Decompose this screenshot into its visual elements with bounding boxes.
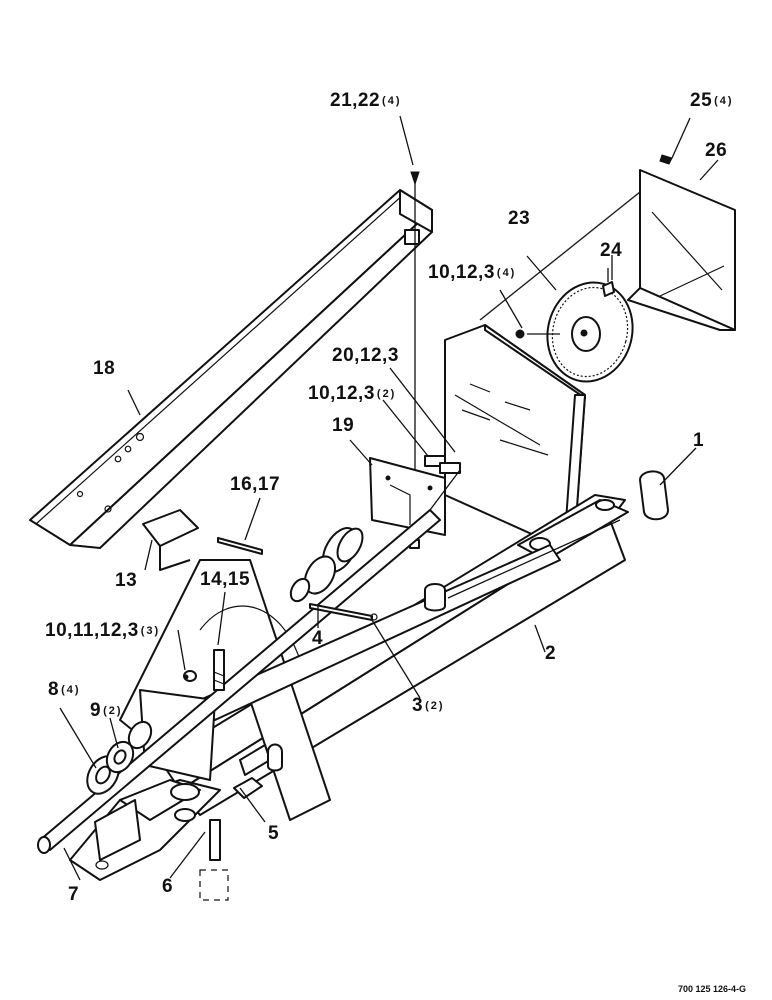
bolt-part-25 [659,117,691,165]
key-part-24 [602,268,615,297]
callout-10-12-3-b: 10,12,3(2) [308,383,397,404]
callout-3: 3(2) [412,695,445,716]
gearbox-housing [444,324,586,541]
callout-7: 7 [68,884,80,905]
callout-6: 6 [162,876,174,897]
sprocket-part-23 [526,255,634,383]
callout-9: 9(2) [90,700,123,721]
callout-16-17: 16,17 [230,474,281,495]
bearing-stack [86,527,364,795]
callout-24: 24 [600,240,623,261]
callout-14-15: 14,15 [200,569,251,590]
callout-10-12-3-a: 10,12,3(4) [428,262,517,283]
small-hardware [142,470,669,901]
callout-18: 18 [93,358,116,379]
callout-13: 13 [115,570,138,591]
shield-part-26 [479,169,736,331]
callout-8: 8(4) [48,679,81,700]
driveline-shaft [37,469,461,854]
callout-21-22: 21,22(4) [330,90,402,111]
callout-23: 23 [508,208,531,229]
callout-2: 2 [545,643,557,664]
callout-26: 26 [705,140,728,161]
leader-lines [59,115,719,881]
callout-25: 25(4) [690,90,734,111]
callout-10-11-12-3: 10,11,12,3(3) [45,620,161,641]
beam-part-18 [29,189,433,549]
callout-20-12-3: 20,12,3 [332,345,399,366]
callout-1: 1 [693,430,705,451]
callout-5: 5 [268,823,280,844]
document-id: 700 125 126-4-G [677,984,746,994]
callout-4: 4 [312,628,324,649]
callout-19: 19 [332,415,355,436]
